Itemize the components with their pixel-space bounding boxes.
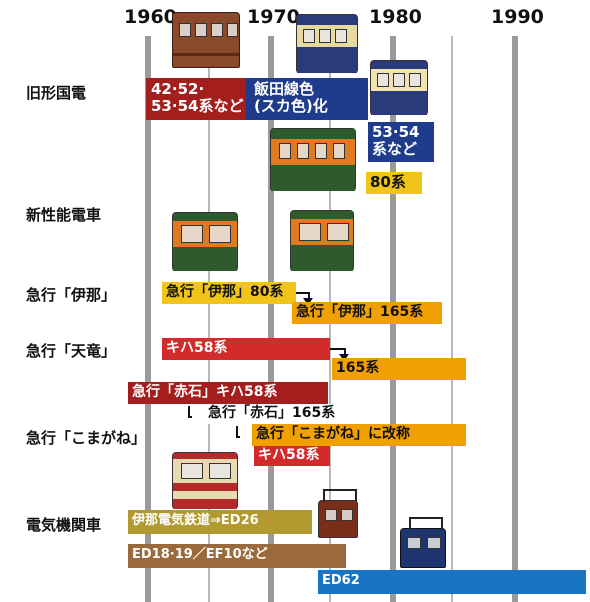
year-label-1980: 1980 [369, 6, 422, 28]
arrow-tenryu [330, 348, 346, 358]
bar-denki-a: 伊那電気鉄道⇒ED26 [128, 510, 312, 534]
arrow-ina [296, 292, 310, 302]
bar-kyugata-b-line1: 飯田線色 [254, 80, 315, 98]
row-label-kyugata: 旧形国電 [26, 84, 87, 102]
bar-kyugata-a-line2: 53·54系など [151, 97, 244, 116]
bar-kyugata-b: 飯田線色 (スカ色)化 [246, 78, 368, 120]
arrow-komagane-2 [236, 426, 240, 438]
train-illustration-80-series [270, 128, 356, 191]
year-line-1985 [451, 36, 453, 602]
bar-komagane-c: 急行「こまがね」に改称 [252, 424, 466, 446]
year-label-1960: 1960 [124, 6, 177, 28]
bar-kyugata-b-line2: (スカ色)化 [254, 97, 328, 116]
bar-ina-b: 急行「伊那」165系 [292, 302, 442, 324]
bar-komagane-a: 急行「赤石」キハ58系 [128, 382, 328, 404]
bar-kyugata-d: 80系 [366, 172, 422, 194]
train-illustration-ed62 [400, 517, 446, 568]
year-line-1960 [145, 36, 151, 602]
bar-komagane-d: キハ58系 [254, 446, 330, 466]
row-label-shinseino: 新性能電車 [26, 206, 102, 224]
train-illustration-ed26 [318, 489, 358, 538]
arrow-komagane-1 [188, 406, 192, 418]
arrowhead-tenryu [339, 354, 349, 361]
bar-tenryu-b: 165系 [332, 358, 466, 380]
train-illustration-cream-emu [370, 60, 428, 115]
train-illustration-brown-emu [172, 12, 240, 68]
train-illustration-new-emu-right [290, 210, 354, 271]
row-label-tenryu: 急行「天竜」 [26, 342, 117, 360]
train-illustration-new-emu-left [172, 212, 238, 271]
bar-komagane-b: 急行「赤石」165系 [206, 404, 354, 424]
row-label-ina: 急行「伊那」 [26, 286, 117, 304]
year-label-1990: 1990 [491, 6, 544, 28]
bar-kyugata-c-line1: 53·54 [372, 123, 420, 141]
bar-kyugata-a: 42·52· 53·54系など [146, 78, 246, 120]
year-label-1970: 1970 [247, 6, 300, 28]
bar-ina-a: 急行「伊那」80系 [162, 282, 296, 304]
bar-denki-c: ED62 [318, 570, 586, 594]
bar-kyugata-c-line2: 系など [372, 140, 418, 159]
year-line-1965 [208, 36, 210, 602]
bar-kyugata-c: 53·54 系など [368, 122, 434, 162]
train-illustration-kiha58 [172, 452, 238, 509]
bar-kyugata-a-line1: 42·52· [151, 80, 205, 98]
arrowhead-ina [303, 298, 313, 305]
year-line-1970 [268, 36, 274, 602]
bar-tenryu-a: キハ58系 [162, 338, 330, 360]
bar-denki-b: ED18·19／EF10など [128, 544, 346, 568]
row-label-komagane: 急行「こまがね」 [26, 429, 147, 447]
train-illustration-navy-emu [296, 14, 358, 73]
row-label-denki: 電気機関車 [26, 516, 102, 534]
year-line-1990 [512, 36, 518, 602]
